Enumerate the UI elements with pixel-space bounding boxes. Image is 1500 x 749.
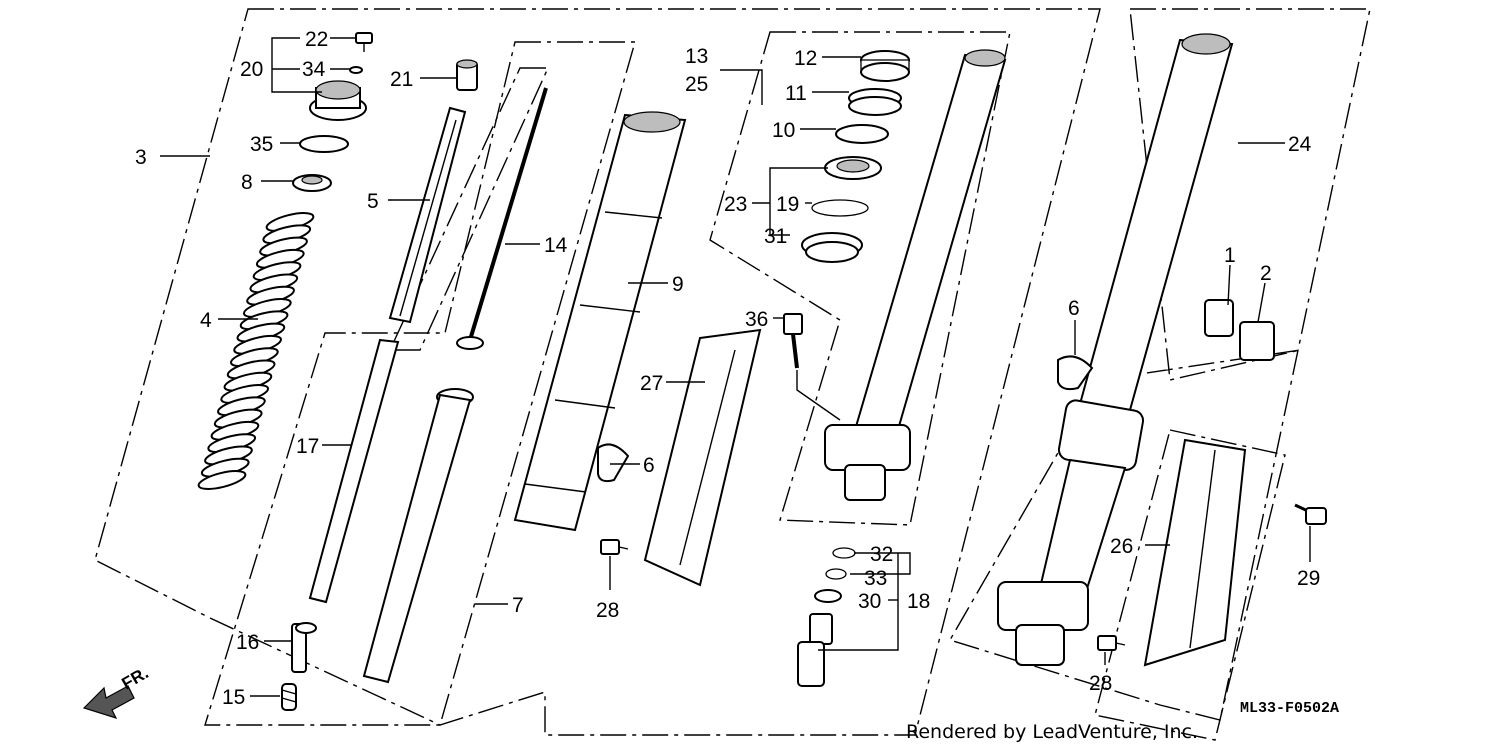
leader-lines [160,37,1311,697]
part-19-stopper-ring [811,199,869,217]
callout-7: 7 [512,594,524,617]
part-30-o-ring [814,589,842,603]
callout-34: 34 [302,58,326,81]
part-7-damper-cylinder [362,393,472,684]
part-28-bolt-left [600,539,629,555]
part-4-fork-spring [197,212,315,490]
callout-10: 10 [772,119,795,142]
callout-19: 19 [776,193,799,216]
part-34-washer [349,66,363,74]
diagram-code: ML33-F0502A [1240,700,1339,717]
callout-1: 1 [1224,244,1236,267]
callout-35: 35 [250,133,273,156]
callout-24: 24 [1288,133,1312,156]
part-9-outer-tube [513,111,687,532]
callout-18: 18 [907,590,930,613]
part-22-screw [355,32,373,52]
part-8-spring-seat [292,174,332,192]
part-5-spring-guide [388,106,467,324]
part-16-valve [291,622,317,673]
right-fork-group-outline [948,8,1371,721]
part-28-bolt-right [1097,635,1126,651]
callout-28-left: 28 [596,599,619,622]
callout-25: 25 [685,73,708,96]
part-17-rebound-rod [308,338,400,604]
callout-30: 30 [858,590,881,613]
part-12-dust-seal-ring [860,50,910,82]
callout-23: 23 [724,193,747,216]
part-29-bolt [1294,503,1327,525]
part-2-clamp [1239,321,1275,361]
callout-26: 26 [1110,535,1133,558]
callout-9: 9 [672,273,684,296]
part-21-cap [456,59,478,91]
callout-28-right: 28 [1089,672,1112,695]
credit-text: Rendered by LeadVenture, Inc. [906,721,1198,743]
part-6-guard-piece-left [597,443,630,483]
spring-coil [197,470,247,490]
callout-29: 29 [1297,567,1320,590]
part-31-dust-seal [801,232,863,263]
callout-33: 33 [864,567,887,590]
part-13-inner-tube [824,49,1007,501]
callout-5: 5 [367,190,379,213]
seal-group-outline [709,31,1011,526]
callout-32: 32 [870,543,893,566]
damper-rod-inner-outline [388,67,550,351]
part-11-bushing [848,88,902,116]
callout-21: 21 [390,68,413,91]
part-15-small-spring [281,683,297,711]
part-33-washer [825,568,847,580]
callout-22: 22 [305,28,328,51]
callout-31: 31 [764,225,787,248]
part-10-back-up-ring [835,124,889,144]
callout-8: 8 [241,171,253,194]
callout-14: 14 [544,234,568,257]
callout-12: 12 [794,47,817,70]
callout-11: 11 [785,82,807,105]
part-6-guard-piece-right [1057,355,1094,391]
part-1-clamp [1204,299,1234,337]
part-20-fork-cap-bolt [309,80,367,121]
fork-assembly-group-outline [94,8,1101,736]
part-32-washer [832,547,856,559]
callout-15: 15 [222,686,245,709]
part-18-bleed-screw [797,613,833,687]
part-35-o-ring [299,135,349,153]
callout-4: 4 [200,309,212,332]
front-direction-arrow-icon: FR. [82,663,152,719]
callout-6-left: 6 [643,454,655,477]
part-36-bolt [783,313,803,369]
callout-17: 17 [296,435,319,458]
slider-pad-group-outline [1094,429,1286,741]
callout-20: 20 [240,58,263,81]
callout-16: 16 [236,631,259,654]
callout-6-right: 6 [1068,297,1080,320]
callout-2: 2 [1260,262,1272,285]
part-27-fork-guard-left [643,328,762,587]
callout-27: 27 [640,372,663,395]
callout-36: 36 [745,308,768,331]
part-24-right-fork-assembly [997,33,1234,666]
callout-3: 3 [135,146,147,169]
damper-group-outline [204,41,636,726]
part-23-oil-seal [824,156,882,180]
part-26-fork-guard-right [1143,438,1247,667]
callout-13: 13 [685,45,708,68]
